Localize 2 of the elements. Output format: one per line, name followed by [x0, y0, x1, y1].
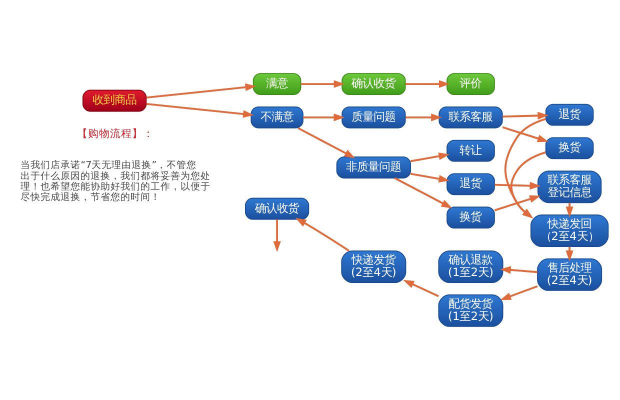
label: 当我们店承诺“7天无理由退换”，不管您出于什么原因的退换，我们都将妥善为您处理！也希望您能协助好我们的工作，以便于尽快完成退换，节省您的时间！ [20, 160, 211, 203]
label: 【购物流程】： [77, 128, 154, 140]
